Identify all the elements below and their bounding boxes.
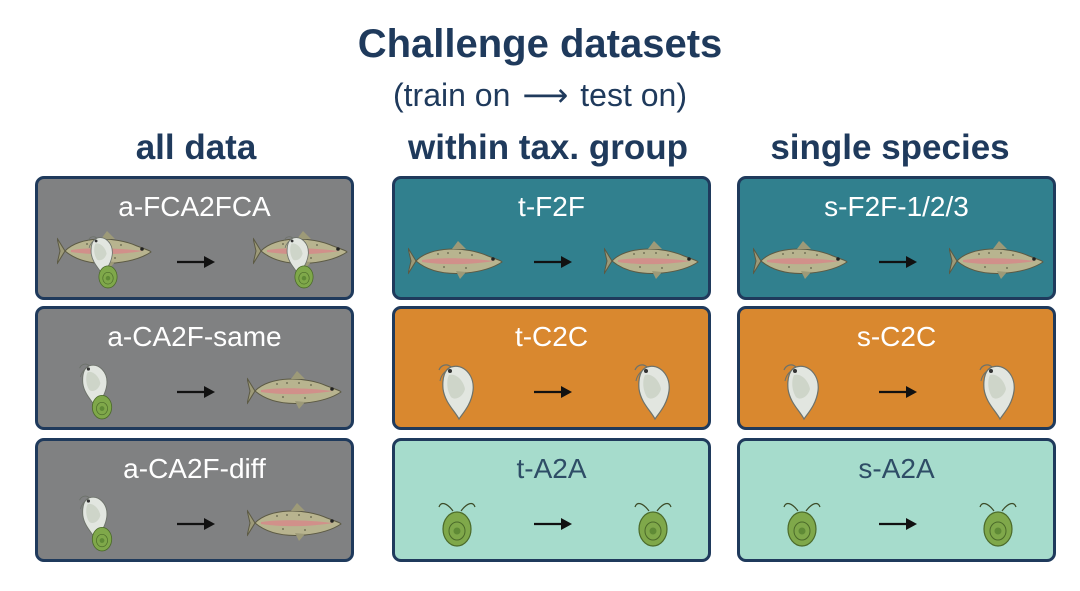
column-heading-within-group: within tax. group xyxy=(408,128,688,167)
fish-crustacean-alga-group-icon xyxy=(252,230,348,292)
daphnia-crustacean-icon xyxy=(782,361,822,426)
dataset-box-s-f2f: s-F2F-1/2/3 xyxy=(737,176,1056,300)
arrow-right-icon xyxy=(177,386,215,398)
dataset-label: a-CA2F-same xyxy=(107,321,282,352)
dataset-label: a-FCA2FCA xyxy=(118,191,271,222)
column-heading-all-data: all data xyxy=(135,128,257,167)
trout-fish-icon xyxy=(603,240,702,287)
crustacean-alga-group-icon xyxy=(78,361,122,421)
dataset-box-a-fca2fca: a-FCA2FCA xyxy=(35,176,354,300)
subtitle-train-text: (train on xyxy=(393,77,511,113)
arrow-right-icon xyxy=(879,386,917,398)
dataset-label: t-C2C xyxy=(514,321,589,352)
alga-cell-icon xyxy=(978,497,1018,554)
dataset-box-a-ca2f-same: a-CA2F-same xyxy=(35,306,354,430)
daphnia-crustacean-icon xyxy=(978,361,1018,426)
page-title: Challenge datasets xyxy=(357,22,723,66)
daphnia-crustacean-icon xyxy=(633,361,673,426)
dataset-box-t-a2a: t-A2A xyxy=(392,438,711,562)
dataset-label: s-C2C xyxy=(856,321,937,352)
daphnia-crustacean-icon xyxy=(437,361,477,426)
subtitle-test-text: test on) xyxy=(580,77,687,113)
trout-fish-icon xyxy=(246,502,345,549)
alga-cell-icon xyxy=(633,497,673,554)
arrow-right-icon xyxy=(879,256,917,268)
trout-fish-icon xyxy=(752,240,851,287)
arrow-right-icon xyxy=(177,256,215,268)
dataset-box-s-c2c: s-C2C xyxy=(737,306,1056,430)
dataset-label: t-A2A xyxy=(516,453,587,484)
trout-fish-icon xyxy=(948,240,1047,287)
crustacean-alga-group-icon xyxy=(78,493,122,553)
subtitle-arrow-icon: ⟶ xyxy=(522,77,569,113)
alga-cell-icon xyxy=(782,497,822,554)
dataset-box-t-c2c: t-C2C xyxy=(392,306,711,430)
dataset-label: t-F2F xyxy=(518,191,585,222)
dataset-label: s-A2A xyxy=(858,453,935,484)
dataset-box-t-f2f: t-F2F xyxy=(392,176,711,300)
arrow-right-icon xyxy=(879,518,917,530)
dataset-box-a-ca2f-diff: a-CA2F-diff xyxy=(35,438,354,562)
page-subtitle: (train on ⟶ test on) xyxy=(0,76,1080,114)
dataset-box-s-a2a: s-A2A xyxy=(737,438,1056,562)
arrow-right-icon xyxy=(534,518,572,530)
trout-fish-icon xyxy=(407,240,506,287)
arrow-right-icon xyxy=(177,518,215,530)
arrow-right-icon xyxy=(534,256,572,268)
alga-cell-icon xyxy=(437,497,477,554)
column-heading-single-species: single species xyxy=(770,128,1010,167)
trout-fish-icon xyxy=(246,370,345,417)
fish-crustacean-alga-group-icon xyxy=(56,230,152,292)
arrow-right-icon xyxy=(534,386,572,398)
dataset-label: a-CA2F-diff xyxy=(123,453,266,484)
dataset-label: s-F2F-1/2/3 xyxy=(824,191,969,222)
